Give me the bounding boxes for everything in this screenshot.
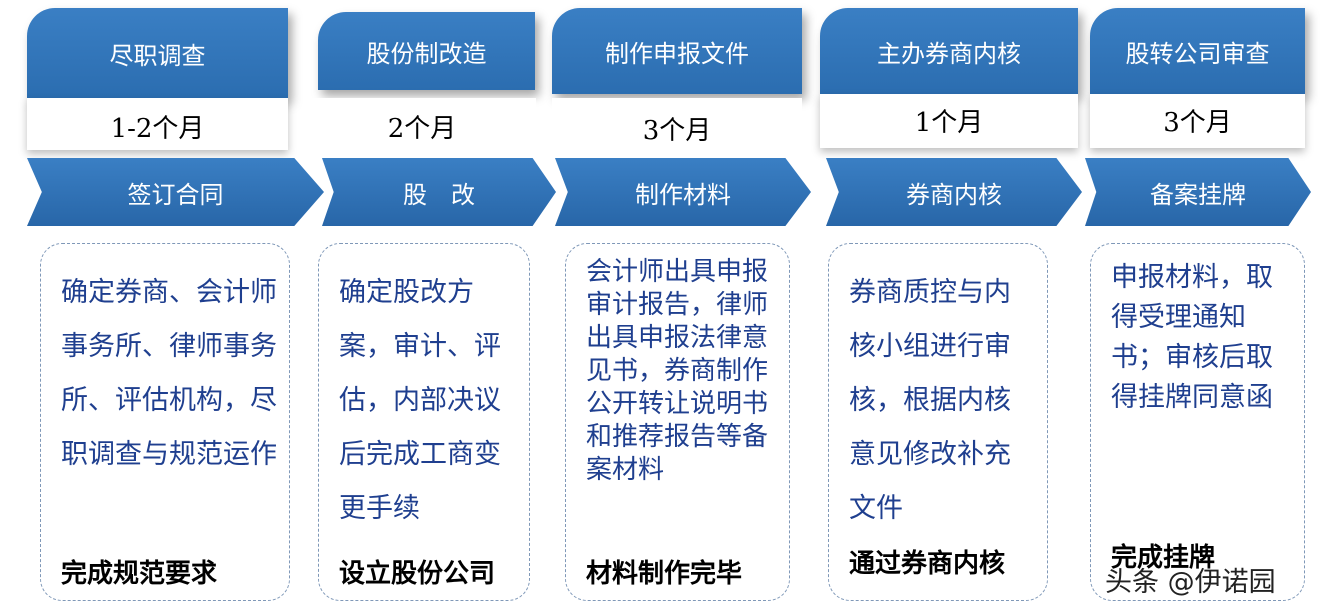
stage-box-1: 确定券商、会计师事务所、律师事务所、评估机构，尽职调查与规范运作 完成规范要求 — [40, 243, 290, 601]
stage-result: 材料制作完毕 — [586, 559, 743, 589]
phase-tab-4: 主办券商内核 — [820, 8, 1078, 94]
step-label: 签订合同 — [127, 180, 224, 209]
stage-result: 完成规范要求 — [61, 559, 218, 589]
step-chevron-1: 签订合同 — [27, 158, 324, 226]
duration-4: 1个月 — [820, 94, 1078, 148]
phase-tab-2: 股份制改造 — [318, 12, 535, 90]
stage-description: 申报材料，取得受理通知书；审核后取得挂牌同意函 — [1111, 262, 1273, 413]
stage-description: 会计师出具申报审计报告，律师出具申报法律意见书，券商制作公开转让说明书和推荐报告… — [586, 257, 769, 485]
duration-2: 2个月 — [308, 98, 536, 150]
step-chevron-5: 备案挂牌 — [1085, 158, 1311, 226]
phase-label: 尽职调查 — [109, 41, 206, 70]
stage-box-4: 券商质控与内核小组进行审核，根据内核意见修改补充文件 通过券商内核 — [828, 243, 1048, 601]
phase-label: 股份制改造 — [366, 39, 487, 68]
phase-label: 制作申报文件 — [605, 39, 749, 68]
step-label: 股 改 — [403, 180, 475, 209]
phase-tab-5: 股转公司审查 — [1090, 8, 1305, 94]
phase-label: 股转公司审查 — [1125, 39, 1270, 68]
stage-box-2: 确定股改方案，审计、评估，内部决议后完成工商变更手续 设立股份公司 — [318, 243, 530, 601]
duration-3: 3个月 — [552, 98, 802, 150]
phase-tab-1: 尽职调查 — [27, 8, 288, 98]
watermark: 头条 @伊诺园 — [1105, 567, 1276, 598]
stage-description: 券商质控与内核小组进行审核，根据内核意见修改补充文件 — [849, 277, 1011, 524]
stage-result: 通过券商内核 — [849, 549, 1006, 579]
step-chevron-2: 股 改 — [322, 158, 556, 226]
step-chevron-3: 制作材料 — [555, 158, 811, 226]
phase-label: 主办券商内核 — [877, 39, 1021, 68]
stage-box-3: 会计师出具申报审计报告，律师出具申报法律意见书，券商制作公开转让说明书和推荐报告… — [565, 243, 790, 601]
stage-result: 完成挂牌 — [1111, 543, 1216, 573]
step-label: 备案挂牌 — [1150, 180, 1246, 209]
step-label: 券商内核 — [906, 180, 1002, 209]
duration-5: 3个月 — [1090, 94, 1305, 148]
step-label: 制作材料 — [635, 180, 731, 209]
phase-tab-3: 制作申报文件 — [552, 8, 802, 94]
stage-description: 确定股改方案，审计、评估，内部决议后完成工商变更手续 — [339, 277, 501, 524]
step-chevron-4: 券商内核 — [826, 158, 1082, 226]
stage-result: 设立股份公司 — [339, 559, 496, 589]
stage-description: 确定券商、会计师事务所、律师事务所、评估机构，尽职调查与规范运作 — [61, 277, 277, 470]
stage-box-5: 申报材料，取得受理通知书；审核后取得挂牌同意函 完成挂牌 — [1090, 243, 1305, 601]
duration-1: 1-2个月 — [27, 98, 288, 150]
